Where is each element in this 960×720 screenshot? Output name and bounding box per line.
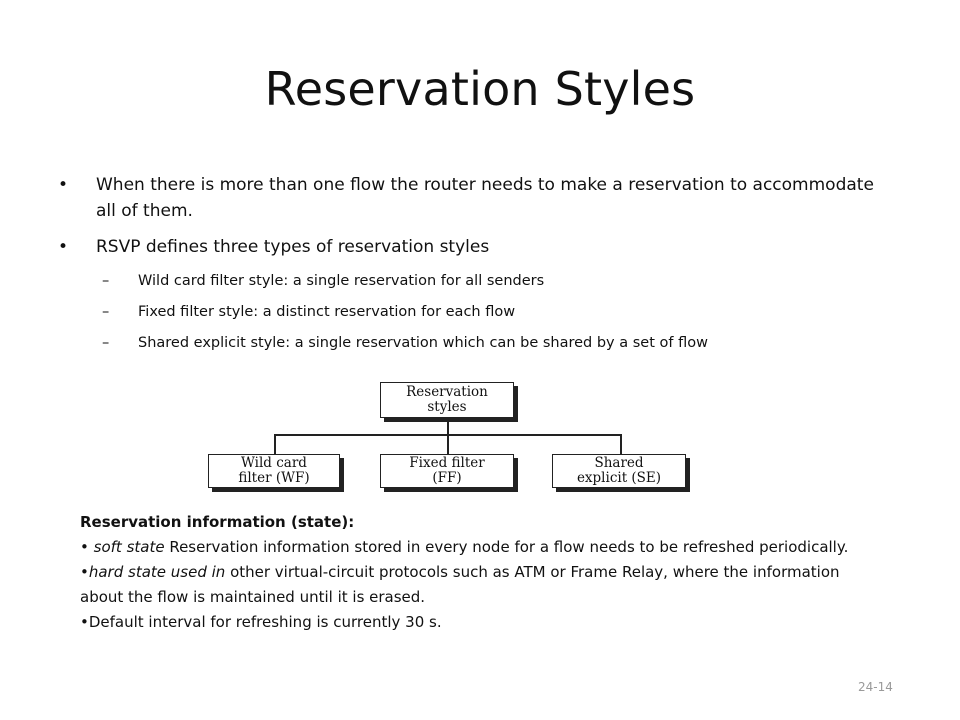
reservation-info-block: Reservation information (state): • soft … <box>80 510 860 635</box>
info-item: •Default interval for refreshing is curr… <box>80 610 860 635</box>
info-item: • soft state Reservation information sto… <box>80 535 860 560</box>
connector-root-down <box>447 417 449 435</box>
sub-bullet-text: Wild card filter style: a single reserva… <box>138 273 545 289</box>
page-number: 24-14 <box>858 680 893 694</box>
child-box-wf: Wild card filter (WF) <box>208 454 340 488</box>
connector-middle-down <box>447 434 449 454</box>
slide-title: Reservation Styles <box>264 62 696 116</box>
root-box: Reservation styles <box>380 382 514 418</box>
info-item-emphasis: hard state used in <box>88 563 226 581</box>
sub-bullet-item: – Shared explicit style: a single reserv… <box>58 332 898 354</box>
root-line1: Reservation <box>406 384 488 400</box>
root-line2: styles <box>427 399 467 415</box>
child-line1: Wild card <box>241 455 307 471</box>
child-line2: explicit (SE) <box>576 470 662 486</box>
info-item-emphasis: soft state <box>93 538 165 556</box>
bullet-item: • When there is more than one flow the r… <box>58 172 898 224</box>
info-item-text: other virtual-circuit protocols such as … <box>80 563 840 606</box>
child-box-ff: Fixed filter (FF) <box>380 454 514 488</box>
info-heading: Reservation information (state): <box>80 513 355 531</box>
child-box-se: Shared explicit (SE) <box>552 454 686 488</box>
info-bullet: • <box>80 563 89 581</box>
sub-bullet-dash: – <box>102 304 110 320</box>
bullet-text: When there is more than one flow the rou… <box>96 175 874 221</box>
bullet-dot: • <box>58 175 69 195</box>
reservation-styles-diagram: Reservation styles Wild card filter (WF)… <box>200 376 700 496</box>
sub-bullet-dash: – <box>102 273 110 289</box>
child-line1: Fixed filter <box>409 455 485 471</box>
child-line2: (FF) <box>432 470 462 486</box>
sub-bullet-item: – Fixed filter style: a distinct reserva… <box>58 301 898 323</box>
info-item-text: Reservation information stored in every … <box>164 538 849 556</box>
info-item: •hard state used in other virtual-circui… <box>80 560 860 610</box>
sub-bullet-dash: – <box>102 335 110 351</box>
sub-bullet-text: Fixed filter style: a distinct reservati… <box>138 304 516 320</box>
sub-bullet-item: – Wild card filter style: a single reser… <box>58 270 898 292</box>
sub-bullet-text: Shared explicit style: a single reservat… <box>138 335 708 351</box>
child-line2: filter (WF) <box>238 470 310 486</box>
connector-right-down <box>620 434 622 454</box>
child-line1: Shared <box>594 455 644 471</box>
info-item-text: Default interval for refreshing is curre… <box>88 613 442 631</box>
bullet-item: • RSVP defines three types of reservatio… <box>58 234 898 260</box>
bullet-dot: • <box>58 237 69 257</box>
info-bullet: • <box>80 538 89 556</box>
bullet-list: • When there is more than one flow the r… <box>58 172 898 363</box>
info-bullet: • <box>80 613 89 631</box>
connector-left-down <box>274 434 276 454</box>
bullet-text: RSVP defines three types of reservation … <box>96 237 490 257</box>
